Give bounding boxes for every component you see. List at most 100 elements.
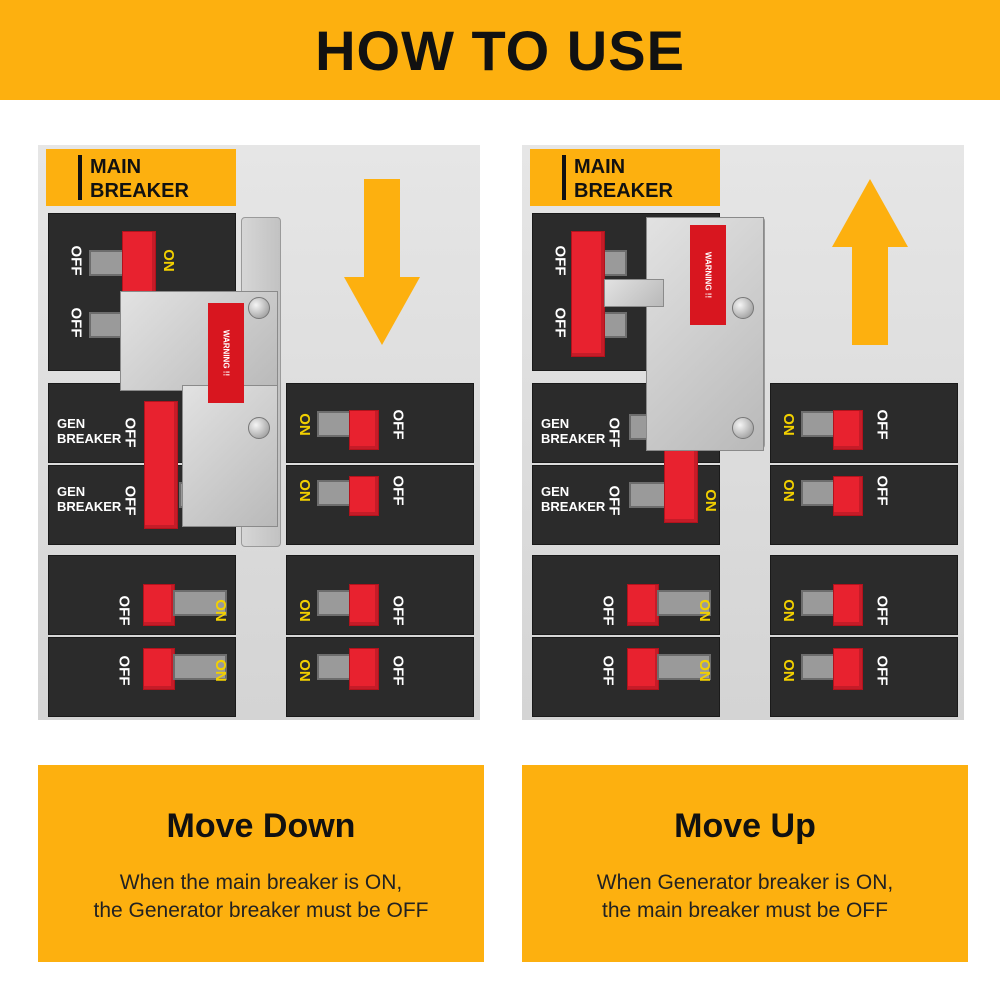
off-label: OFF xyxy=(551,307,569,338)
caption-line1: When Generator breaker is ON, xyxy=(596,871,894,894)
breaker-handle[interactable] xyxy=(833,476,863,516)
label-bar xyxy=(78,155,82,200)
branch-breaker: OFF ON xyxy=(48,637,236,717)
gen-label-line1: GEN xyxy=(57,484,86,499)
caption-title: Move Up xyxy=(674,807,816,845)
off-label: OFF xyxy=(389,655,407,686)
breaker-handle[interactable] xyxy=(833,648,863,690)
screw xyxy=(248,297,270,319)
arrow-up-icon xyxy=(832,179,908,345)
branch-breaker: ON OFF xyxy=(770,383,958,463)
off-label: OFF xyxy=(389,475,407,506)
label-bar xyxy=(562,155,566,200)
off-label: OFF xyxy=(599,595,617,626)
warning-sticker: WARNING !! xyxy=(208,303,244,403)
breaker-handle[interactable] xyxy=(349,648,379,690)
caption-line1: When the main breaker is ON, xyxy=(119,871,403,894)
gen-label-line1: GEN xyxy=(541,484,570,499)
main-breaker-label: MAIN BREAKER xyxy=(530,149,720,206)
branch-breaker: ON OFF xyxy=(286,637,474,717)
interlock-plate[interactable] xyxy=(646,217,764,451)
branch-breaker: OFF ON xyxy=(532,555,720,635)
on-label: ON xyxy=(701,489,719,512)
gen-label-line1: GEN xyxy=(541,416,570,431)
caption-move-up: Move Up When Generator breaker is ON, th… xyxy=(522,765,968,962)
branch-breaker: ON OFF xyxy=(286,383,474,463)
breaker-slot xyxy=(657,654,711,680)
off-label: OFF xyxy=(873,475,891,506)
off-label: OFF xyxy=(873,409,891,440)
breaker-handle[interactable] xyxy=(349,476,379,516)
off-label: OFF xyxy=(551,245,569,276)
caption-line2: the Generator breaker must be OFF xyxy=(93,899,429,922)
on-label: ON xyxy=(295,413,313,436)
gen-label-line2: BREAKER xyxy=(541,499,606,514)
branch-breaker: OFF ON xyxy=(48,555,236,635)
branch-breaker: ON OFF xyxy=(286,465,474,545)
off-label: OFF xyxy=(605,417,623,448)
off-label: OFF xyxy=(605,485,623,516)
screw xyxy=(732,297,754,319)
off-label: OFF xyxy=(121,485,139,516)
off-label: OFF xyxy=(389,595,407,626)
branch-breaker: ON OFF xyxy=(286,555,474,635)
main-label-line2: BREAKER xyxy=(90,180,189,202)
breaker-handle[interactable] xyxy=(143,584,175,626)
branch-breaker: ON OFF xyxy=(770,637,958,717)
off-label: OFF xyxy=(873,655,891,686)
page-title: HOW TO USE xyxy=(315,18,685,82)
off-label: OFF xyxy=(67,245,85,276)
off-label: OFF xyxy=(115,655,133,686)
breaker-handle[interactable] xyxy=(143,648,175,690)
screw xyxy=(732,417,754,439)
main-breaker-handle[interactable] xyxy=(571,231,605,357)
warning-sticker: WARNING !! xyxy=(690,225,726,325)
breaker-handle[interactable] xyxy=(349,410,379,450)
branch-breaker: OFF ON xyxy=(532,637,720,717)
on-label: ON xyxy=(779,413,797,436)
main-label-line1: MAIN xyxy=(90,156,142,178)
breaker-slot xyxy=(173,590,227,616)
branch-breaker: ON OFF xyxy=(770,465,958,545)
interlock-plate-arm xyxy=(604,279,664,307)
on-label: ON xyxy=(295,599,313,622)
arrow-down-icon xyxy=(344,179,420,345)
gen-label-line2: BREAKER xyxy=(57,499,122,514)
on-label: ON xyxy=(695,659,713,682)
on-label: ON xyxy=(779,659,797,682)
breaker-handle[interactable] xyxy=(833,584,863,626)
off-label: OFF xyxy=(873,595,891,626)
on-label: ON xyxy=(779,479,797,502)
off-label: OFF xyxy=(115,595,133,626)
branch-breaker: ON OFF xyxy=(770,555,958,635)
on-label: ON xyxy=(211,659,229,682)
on-label: ON xyxy=(211,599,229,622)
caption-line2: the main breaker must be OFF xyxy=(602,899,888,922)
on-label: ON xyxy=(295,479,313,502)
on-label: ON xyxy=(695,599,713,622)
screw xyxy=(248,417,270,439)
off-label: OFF xyxy=(389,409,407,440)
breaker-slot xyxy=(173,654,227,680)
on-label: ON xyxy=(159,249,177,272)
panel-move-up: MAIN BREAKER OFF OFF ON GEN BREAKER OFF … xyxy=(522,145,964,720)
main-label-line2: BREAKER xyxy=(574,180,673,202)
breaker-handle[interactable] xyxy=(349,584,379,626)
gen-label-line1: GEN xyxy=(57,416,86,431)
breaker-handle[interactable] xyxy=(833,410,863,450)
gen-breaker-handle[interactable] xyxy=(144,401,178,529)
gen-label-line2: BREAKER xyxy=(541,431,606,446)
breaker-handle[interactable] xyxy=(627,648,659,690)
off-label: OFF xyxy=(121,417,139,448)
on-label: ON xyxy=(295,659,313,682)
breaker-slot xyxy=(657,590,711,616)
breaker-handle[interactable] xyxy=(627,584,659,626)
header-banner: HOW TO USE xyxy=(0,0,1000,100)
caption-title: Move Down xyxy=(166,807,356,845)
off-label: OFF xyxy=(599,655,617,686)
off-label: OFF xyxy=(67,307,85,338)
gen-label-line2: BREAKER xyxy=(57,431,122,446)
interlock-plate-arm xyxy=(182,385,278,527)
main-label-line1: MAIN xyxy=(574,156,626,178)
panel-move-down: MAIN BREAKER OFF OFF ON GEN BREAKER OFF … xyxy=(38,145,480,720)
